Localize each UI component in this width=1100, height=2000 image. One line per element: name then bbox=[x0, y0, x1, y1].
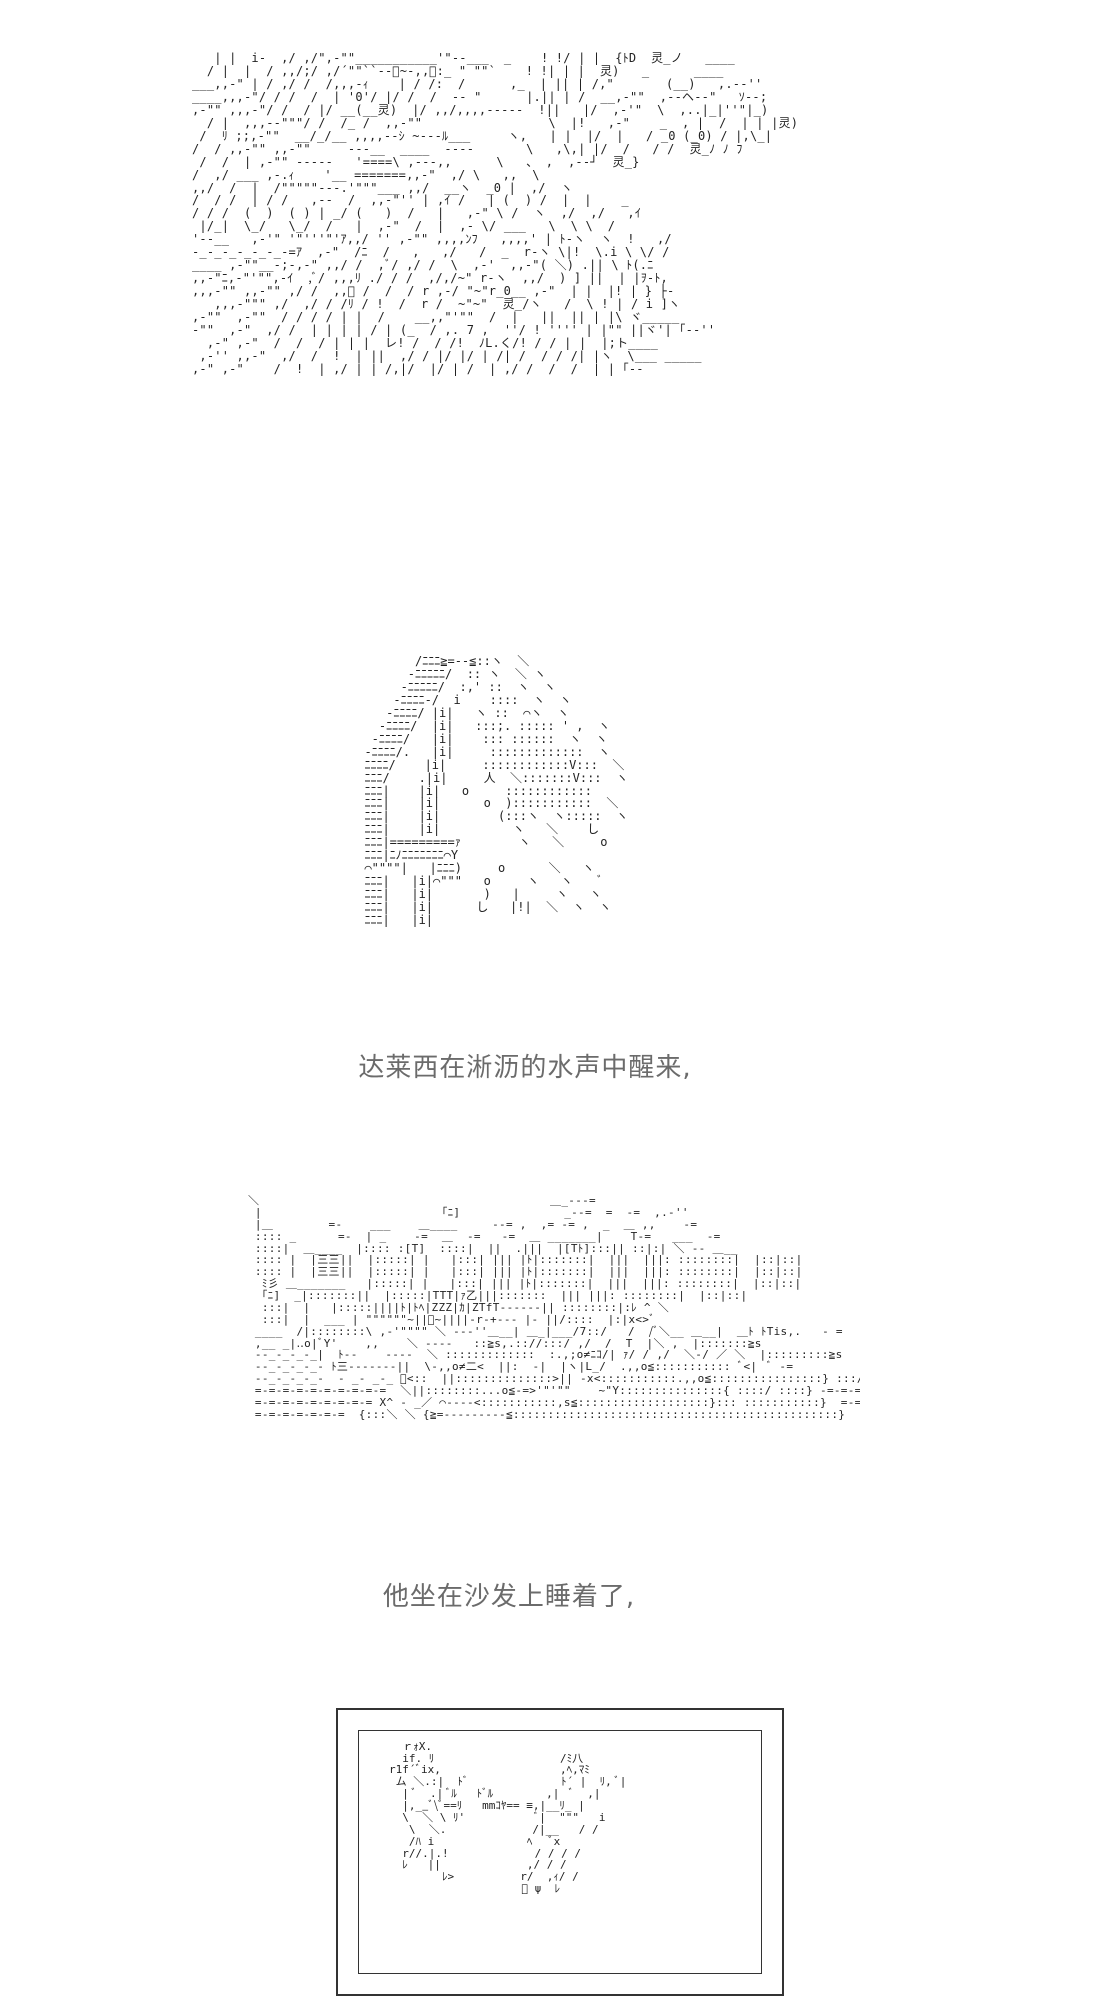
ascii-art-city-room: ＼ ＿_-‐‐= | ｢ﾆ] _-‐= = ‐= ,.‐'' |＿ =- ___… bbox=[248, 1195, 860, 1421]
ascii-art-sea-scene: | | i- ,/ ,/",-""___________'"--___ _ ! … bbox=[192, 52, 799, 376]
caption-sleeping: 他坐在沙发上睡着了, bbox=[382, 1582, 636, 1612]
ascii-art-frame bbox=[336, 1708, 784, 1996]
ascii-art-rain-window: /ﾆﾆﾆ≧=--≦::ヽ ＼ -ﾆﾆﾆﾆﾆ/ :: ヽ ＼ ヽ -ﾆﾆﾆﾆﾆ/ … bbox=[364, 655, 628, 928]
ascii-art-two-figures: ｒｫX. if. ﾘ /ﾐ八 r1f´ﾞix, ,ﾍ,ﾏﾐ ム ＼.:| ﾄﾞ … bbox=[388, 1739, 627, 1896]
caption-waking: 达莱西在淅沥的水声中醒来, bbox=[358, 1053, 692, 1083]
ascii-art-frame-inner bbox=[358, 1730, 762, 1974]
